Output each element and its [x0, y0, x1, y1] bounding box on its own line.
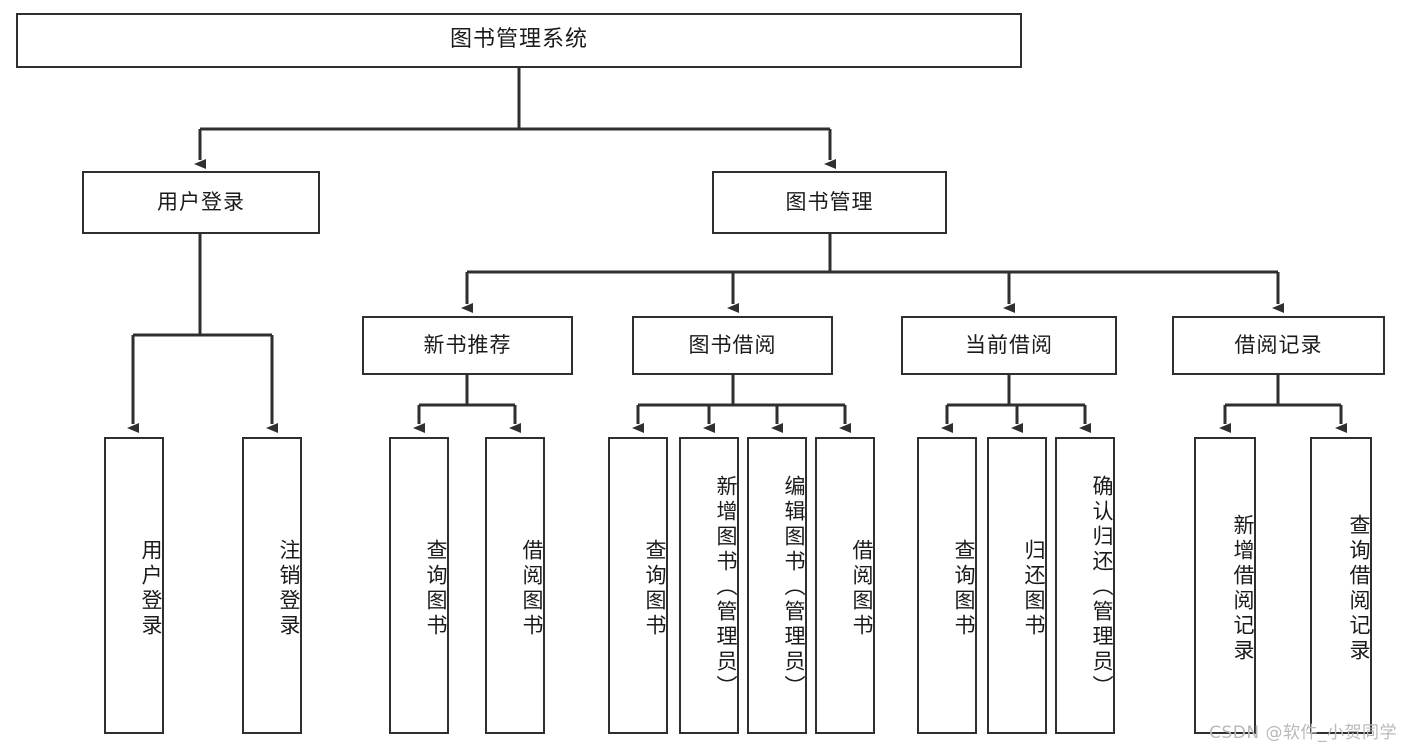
node-new-book-recommend[interactable]: 新书推荐	[362, 316, 573, 375]
node-leaf-query-book-2[interactable]: 查询图书	[608, 437, 668, 734]
node-label: 新增借阅记录	[1231, 513, 1255, 664]
node-leaf-return-book[interactable]: 归还图书	[987, 437, 1047, 734]
node-label: 查询借阅记录	[1347, 513, 1371, 664]
node-label: 图书借阅	[688, 332, 777, 357]
node-leaf-query-book-1[interactable]: 查询图书	[389, 437, 449, 734]
node-label: 归还图书	[1022, 538, 1046, 639]
node-leaf-logout[interactable]: 注销登录	[242, 437, 302, 734]
node-leaf-query-book-3[interactable]: 查询图书	[917, 437, 977, 734]
node-label: 确认归还（管理员）	[1090, 475, 1114, 700]
node-label: 查询图书	[643, 538, 667, 639]
node-label: 编辑图书（管理员）	[782, 475, 806, 700]
node-label: 借阅图书	[850, 538, 874, 639]
watermark: CSDN @软件_小贺同学	[1209, 723, 1397, 743]
node-label: 新增图书（管理员）	[714, 475, 738, 700]
node-label: 借阅记录	[1234, 332, 1323, 357]
node-label: 查询图书	[424, 538, 448, 639]
node-user-login[interactable]: 用户登录	[82, 171, 320, 234]
node-leaf-borrow-book-1[interactable]: 借阅图书	[485, 437, 545, 734]
node-leaf-add-record[interactable]: 新增借阅记录	[1194, 437, 1256, 734]
node-label: 借阅图书	[520, 538, 544, 639]
node-book-borrow[interactable]: 图书借阅	[632, 316, 833, 375]
node-book-manage[interactable]: 图书管理	[712, 171, 947, 234]
node-leaf-borrow-book-2[interactable]: 借阅图书	[815, 437, 875, 734]
node-label: 图书管理	[785, 189, 874, 214]
node-label: 用户登录	[139, 538, 163, 639]
node-leaf-confirm-return[interactable]: 确认归还（管理员）	[1055, 437, 1115, 734]
node-label: 注销登录	[277, 538, 301, 639]
node-current-borrow[interactable]: 当前借阅	[901, 316, 1117, 375]
node-leaf-add-book[interactable]: 新增图书（管理员）	[679, 437, 739, 734]
node-label: 当前借阅	[965, 332, 1053, 357]
node-leaf-query-record[interactable]: 查询借阅记录	[1310, 437, 1372, 734]
node-label: 用户登录	[157, 189, 245, 214]
node-leaf-user-login[interactable]: 用户登录	[104, 437, 164, 734]
node-label: 图书管理系统	[449, 27, 588, 53]
node-label: 查询图书	[952, 538, 976, 639]
node-root-system[interactable]: 图书管理系统	[16, 13, 1022, 68]
node-leaf-edit-book[interactable]: 编辑图书（管理员）	[747, 437, 807, 734]
node-label: 新书推荐	[423, 332, 512, 357]
node-borrow-record[interactable]: 借阅记录	[1172, 316, 1385, 375]
